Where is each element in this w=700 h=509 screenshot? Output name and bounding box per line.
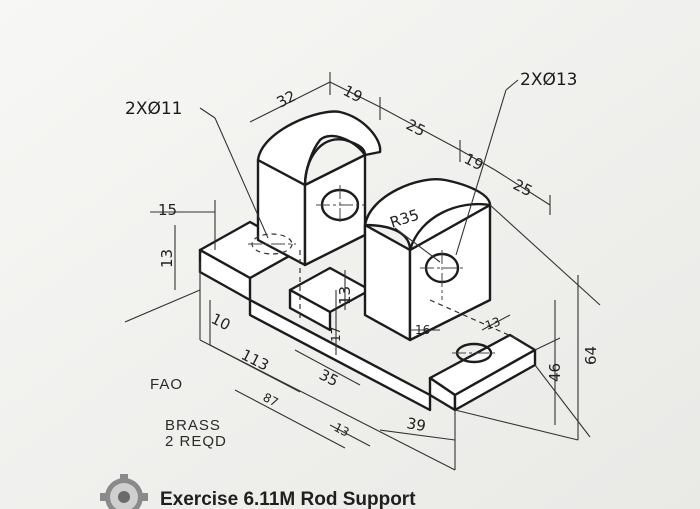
exercise-caption: Exercise 6.11M Rod Support <box>160 489 416 509</box>
right-holes-callout: 2XØ13 <box>520 70 577 90</box>
fao-note: FAO <box>150 376 183 393</box>
notes: FAO BRASS 2 REQD <box>150 376 227 450</box>
dim-17: 17 <box>329 327 343 342</box>
dim-39: 39 <box>405 414 427 435</box>
dim-13-mid: 13 <box>336 286 354 305</box>
quantity-note: 2 REQD <box>165 433 227 450</box>
dim-87: 87 <box>261 390 281 409</box>
dimension-lines <box>150 72 579 449</box>
dim-13-left: 13 <box>158 249 176 268</box>
base-plate <box>198 220 537 412</box>
gear-icon <box>100 474 148 509</box>
dim-64: 64 <box>582 346 600 365</box>
right-upright <box>363 178 492 342</box>
dim-15: 15 <box>158 201 177 219</box>
material-note: BRASS <box>165 417 221 434</box>
dim-46: 46 <box>546 363 564 382</box>
left-upright <box>256 110 382 267</box>
dim-13-bottom: 13 <box>332 420 352 439</box>
right-hole-leader <box>505 79 519 91</box>
left-hole-leader <box>199 107 216 119</box>
caption-bar: Exercise 6.11M Rod Support <box>100 474 416 509</box>
dim-16: 16 <box>415 323 430 337</box>
holes <box>248 185 496 364</box>
dim-13-right: 13 <box>483 314 502 332</box>
left-holes-callout: 2XØ11 <box>125 99 182 119</box>
